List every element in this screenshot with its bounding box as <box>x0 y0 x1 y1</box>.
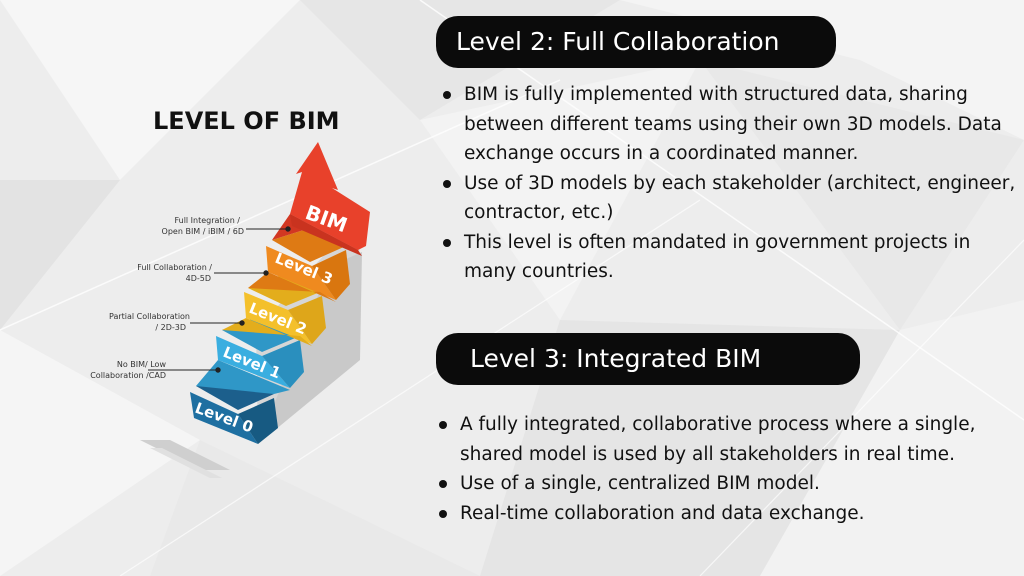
caption-level-1-line1: Partial Collaboration <box>109 312 190 321</box>
list-item: Use of a single, centralized BIM model. <box>435 469 1017 499</box>
bullet-text: This level is often mandated in governme… <box>464 231 971 283</box>
caption-level-2-line2: 4D-5D <box>186 274 211 283</box>
section-heading-level-3: Level 3: Integrated BIM <box>436 333 860 385</box>
bim-arrow: BIM <box>272 142 370 256</box>
caption-level-0-line2: Collaboration /CAD <box>90 371 166 380</box>
section-heading-level-2: Level 2: Full Collaboration <box>436 16 836 68</box>
step-level-3: Level 3 <box>248 228 350 302</box>
caption-level-1-line2: / 2D-3D <box>155 323 186 332</box>
list-item: Real-time collaboration and data exchang… <box>435 499 1017 529</box>
list-item: A fully integrated, collaborative proces… <box>435 410 1017 469</box>
level-2-bullet-list: BIM is fully implemented with structured… <box>439 80 1021 287</box>
bullet-dot-icon <box>439 509 447 518</box>
list-item: BIM is fully implemented with structured… <box>439 80 1021 169</box>
bullet-dot-icon <box>443 91 451 99</box>
bullet-dot-icon <box>443 238 451 247</box>
bim-levels-staircase-infographic: Level 0 Level 1 Level 2 Level 3 BIM LEVE… <box>90 107 370 478</box>
bullet-dot-icon <box>439 421 447 429</box>
bullet-text: Real-time collaboration and data exchang… <box>460 502 865 524</box>
floor-stripes <box>140 440 230 478</box>
list-item: This level is often mandated in governme… <box>439 228 1021 287</box>
bullet-text: BIM is fully implemented with structured… <box>464 84 1002 164</box>
bullet-text: Use of 3D models by each stakeholder (ar… <box>464 172 1016 224</box>
list-item: Use of 3D models by each stakeholder (ar… <box>439 169 1021 228</box>
infographic-title: LEVEL OF BIM <box>153 107 340 135</box>
caption-level-3-line2: Open BIM / iBIM / 6D <box>162 227 244 236</box>
level-3-bullet-list: A fully integrated, collaborative proces… <box>435 410 1017 528</box>
caption-level-2-line1: Full Collaboration / <box>137 263 212 272</box>
bullet-dot-icon <box>439 480 447 488</box>
caption-level-3-line1: Full Integration / <box>174 216 240 225</box>
bullet-dot-icon <box>443 179 451 188</box>
bullet-text: A fully integrated, collaborative proces… <box>460 414 976 465</box>
bullet-text: Use of a single, centralized BIM model. <box>460 473 820 494</box>
caption-level-0-line1: No BIM/ Low <box>117 360 167 369</box>
callout-lines <box>148 226 291 373</box>
